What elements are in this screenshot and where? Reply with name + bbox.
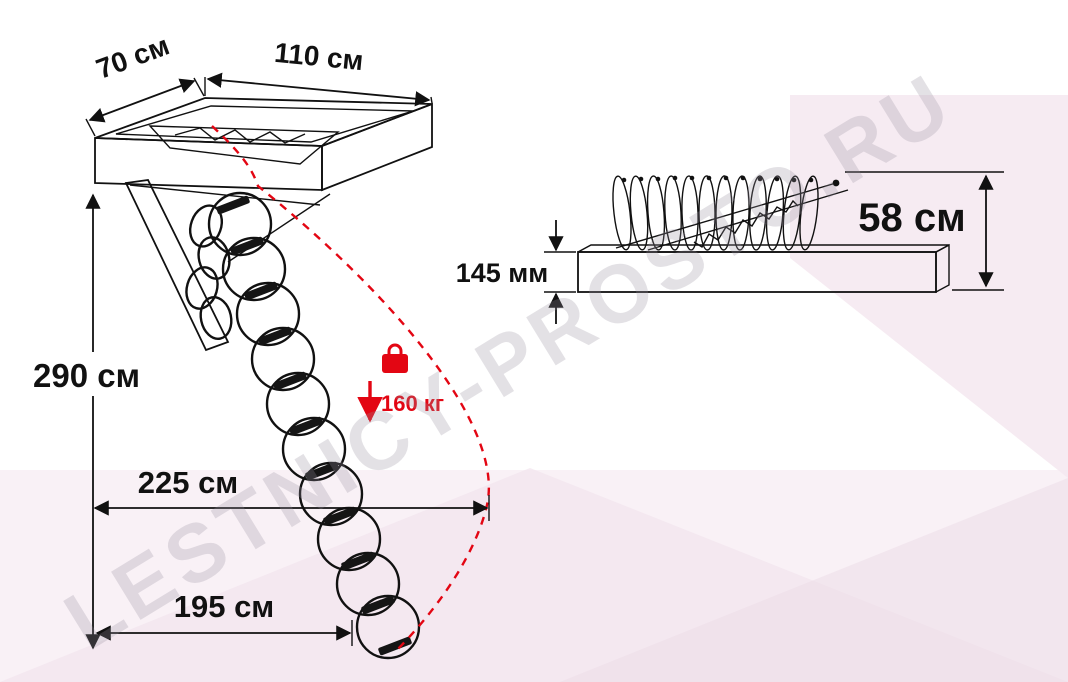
box-right-face [321,102,433,192]
tread [341,551,375,571]
tread [289,416,323,436]
pivot-dot [774,176,780,182]
folded-scissor-stack [612,175,849,251]
tread [230,236,264,256]
weight-handle [387,343,403,354]
ladder-loop [221,236,287,302]
pivot-dot [757,176,763,182]
dim-line [206,72,431,107]
tread [361,595,395,615]
ladder-loop [197,236,231,280]
ladder-loop [250,326,316,392]
pivot-dot [723,175,729,181]
pivot-dot [706,175,712,181]
dim-110: 110 см [204,37,433,107]
tread [378,636,412,656]
box-top-rim [94,97,433,147]
scissor-link [646,175,666,251]
dim-290: 290 см [28,193,166,650]
swing-arc-dashed [211,125,490,651]
ladder-loop [185,266,219,310]
weight-icon [382,343,408,373]
bg-triangle-right [790,95,1068,478]
scissor-link [681,175,699,251]
pivot-dots [621,175,814,183]
fold-arm-2 [647,189,849,251]
ladder-loop [207,191,273,257]
dim-145: 145 мм [456,220,576,324]
tread [258,326,292,346]
folded-mechanism-lines [174,127,306,144]
scissor-link [664,175,682,251]
hatch-door-panel [124,179,230,352]
arm-pivot [832,179,840,187]
dim-145-label: 145 мм [456,258,549,288]
dim-195: 195 см [95,589,353,646]
dim-110-label: 110 см [273,37,365,76]
folded-ladder-view: 145 мм 58 см [456,171,1004,324]
bg-triangle-bottom-right [560,478,1068,682]
scissor-link [782,175,802,251]
ext-line [193,77,205,97]
dim-58: 58 см [845,171,1004,291]
ladder-loop [355,594,421,660]
weight-body [382,354,408,373]
ext-line [85,118,96,137]
open-ladder-view: 70 см 110 см 290 см 225 см 195 см [28,29,490,660]
tread [216,195,250,215]
scissor-link [698,175,716,251]
fold-arm-1 [615,182,837,249]
scissor-link [765,175,785,251]
upper-scissor-cluster [185,204,233,340]
dim-line [88,78,196,123]
pivot-dot [621,177,627,183]
pivot-dot [672,175,678,181]
dim-195-label: 195 см [174,589,275,624]
max-load: 160 кг [357,343,444,423]
extended-ladder [207,191,421,660]
dim-225-label: 225 см [138,465,239,500]
ladder-loop [281,416,347,482]
folded-hatch-board [577,243,950,294]
ext-line [430,96,433,104]
scissor-link [799,175,819,251]
spring-coil [693,199,799,248]
tread [305,461,339,481]
scissor-link [629,175,649,251]
scissor-link [749,175,767,251]
ladder-loop [298,461,364,527]
pivot-dot [808,177,814,183]
folded-door-inside [148,125,340,165]
tread [244,281,278,301]
dim-58-label: 58 см [858,196,965,240]
pivot-dot [655,176,661,182]
load-label: 160 кг [381,391,444,416]
scissor-link [612,175,632,251]
pivot-dot [638,176,644,182]
label-backing [28,352,166,396]
dim-225: 225 см [93,465,490,521]
dim-70-label: 70 см [92,29,173,84]
ladder-loop [235,281,301,347]
pivot-dot [791,177,797,183]
support-arm-1 [129,184,321,206]
pivot-dot [740,175,746,181]
dim-290-label: 290 см [33,357,140,394]
pivot-dot [689,175,695,181]
tread [273,371,307,391]
board-front-face [577,251,937,293]
ladder-loop [199,296,233,340]
ladder-loop [265,371,331,437]
ladder-treads [216,195,412,656]
